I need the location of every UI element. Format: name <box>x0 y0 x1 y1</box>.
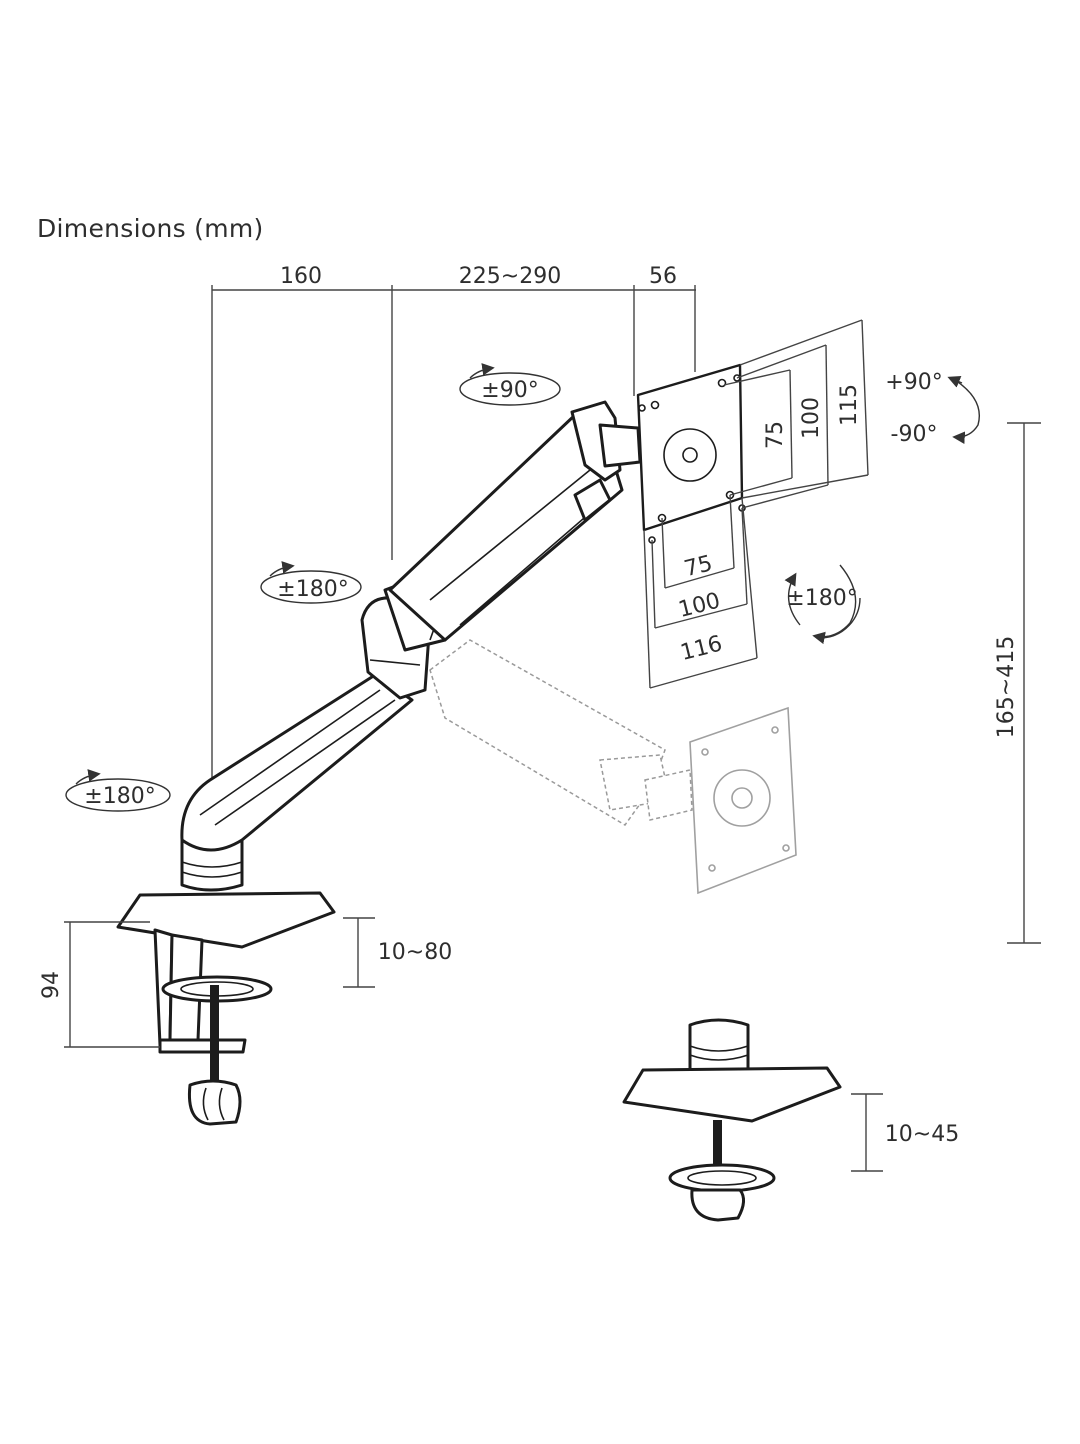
desk-clamp: 10~80 94 <box>39 891 452 1126</box>
rotation-base: ±180° <box>65 769 171 812</box>
monitor-arm <box>180 400 642 892</box>
grommet-thickness-label: 10~45 <box>885 1122 959 1147</box>
vesa-width-100: 100 <box>676 588 723 622</box>
height-range-dimension: 165~415 <box>994 422 1041 944</box>
rotation-label-arm-top: ±90° <box>481 378 538 403</box>
rotation-elbow: ±180° <box>260 561 362 604</box>
vesa-height-dimensions: 75 100 115 <box>723 319 869 509</box>
vesa-height-75: 75 <box>763 421 788 449</box>
clamp-depth-label: 94 <box>39 971 64 999</box>
rotation-screen: ±180° <box>779 557 861 645</box>
clamp-thickness-label: 10~80 <box>378 940 452 965</box>
vesa-width-75: 75 <box>682 551 715 582</box>
tilt-up-label: +90° <box>885 370 942 395</box>
vesa-width-116: 116 <box>678 631 725 665</box>
ghost-lowered-arm <box>429 639 797 895</box>
vesa-plate <box>636 363 746 544</box>
dim-label-160: 160 <box>280 264 322 289</box>
rotation-arm-top: ±90° <box>459 363 561 406</box>
tilt-down-label: -90° <box>891 422 938 447</box>
rotation-label-screen: ±180° <box>786 586 857 611</box>
height-range-label: 165~415 <box>994 636 1019 738</box>
rotation-label-base: ±180° <box>84 784 155 809</box>
dim-label-56: 56 <box>649 264 677 289</box>
top-dimension-lines: 160 225~290 56 <box>211 264 696 782</box>
rotation-tilt: +90° -90° <box>885 370 980 447</box>
vesa-height-100: 100 <box>799 397 824 439</box>
dim-label-225-290: 225~290 <box>459 264 561 289</box>
vesa-height-115: 115 <box>837 384 862 426</box>
grommet-mount: 10~45 <box>622 1018 959 1222</box>
diagram-title: Dimensions (mm) <box>37 214 264 243</box>
rotation-label-elbow: ±180° <box>277 577 348 602</box>
